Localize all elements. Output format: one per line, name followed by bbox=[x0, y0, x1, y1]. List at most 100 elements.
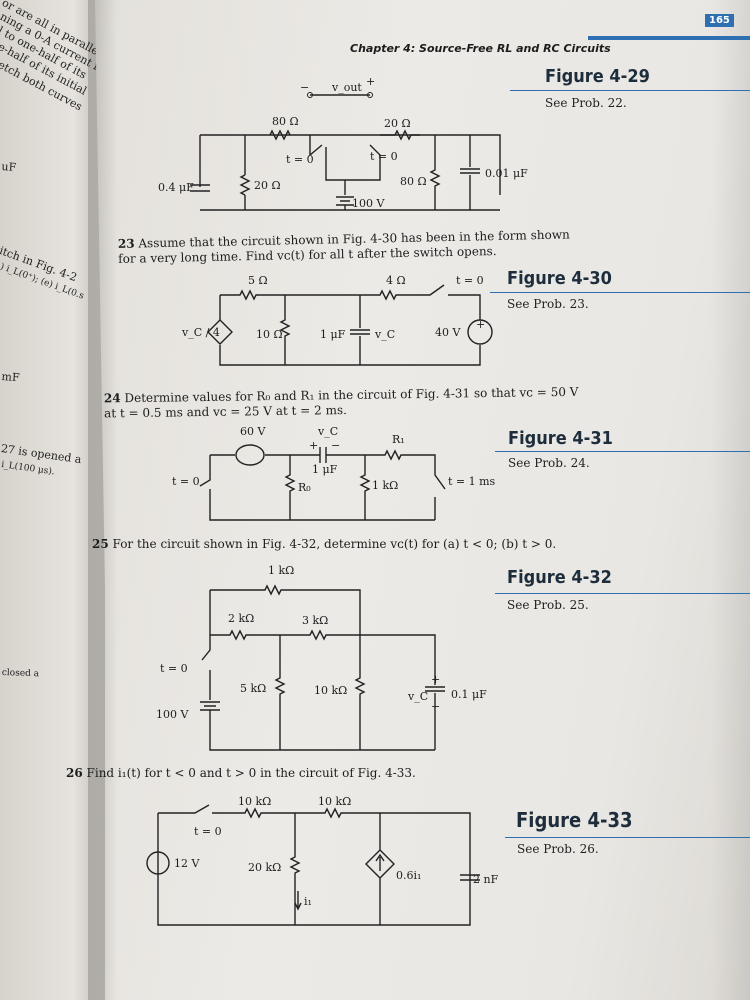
label-switch-1: t = 0 bbox=[286, 153, 314, 166]
dependent-source-vc-4 bbox=[207, 319, 233, 345]
circuit-figure-4-31: 60 V v_C + − 1 μF R₁ t = 0 R₀ 1 kΩ t = 1… bbox=[172, 425, 496, 521]
circuit-figure-4-30: 5 Ω 4 Ω t = 0 v_C / 4 10 Ω 1 μF v_C 40 V… bbox=[181, 274, 493, 366]
label-0-1uf: 0.1 μF bbox=[451, 688, 487, 701]
source-12v bbox=[146, 851, 170, 875]
label-0-4uf: 0.4 μF bbox=[158, 181, 194, 194]
problem-25-text: For the circuit shown in Fig. 4-32, dete… bbox=[112, 537, 557, 551]
figure-4-30-rule bbox=[490, 292, 750, 293]
prev-fragment-closed: closed a bbox=[1, 668, 40, 680]
dependent-current-source bbox=[365, 813, 395, 925]
source-40v bbox=[467, 319, 493, 345]
prev-fragment-mf: mF bbox=[1, 370, 21, 385]
capacitor-2nF bbox=[460, 874, 480, 881]
label-5-ohm: 5 Ω bbox=[248, 274, 268, 287]
chapter-header: Chapter 4: Source-Free RL and RC Circuit… bbox=[350, 42, 611, 55]
problem-25-number: 25 bbox=[92, 537, 109, 551]
label-10k-b: 10 kΩ bbox=[318, 795, 351, 808]
capacitor-1uf bbox=[350, 295, 370, 365]
label-r1: R₁ bbox=[392, 433, 405, 446]
figure-4-32-see: See Prob. 25. bbox=[507, 598, 589, 612]
capacitor-1uf bbox=[319, 447, 327, 463]
label-4-ohm: 4 Ω bbox=[386, 274, 406, 287]
label-r0: R₀ bbox=[298, 481, 311, 494]
problem-26: 26 Find i₁(t) for t < 0 and t > 0 in the… bbox=[66, 766, 486, 781]
label-switch-1ms: t = 1 ms bbox=[448, 475, 496, 488]
label-dependent-vc4: v_C / 4 bbox=[181, 326, 220, 339]
current-arrow-i1 bbox=[294, 891, 302, 911]
dependent-arrow bbox=[375, 853, 385, 871]
figure-4-31-see: See Prob. 24. bbox=[508, 456, 590, 470]
label-20k: 20 kΩ bbox=[248, 861, 281, 874]
circuit-figure-4-29: 0.4 μF 80 Ω 20 Ω t = 0 v_out + − t = 0 2… bbox=[158, 75, 528, 211]
problem-25: 25 For the circuit shown in Fig. 4-32, d… bbox=[92, 537, 562, 552]
figure-4-31-title: Figure 4-31 bbox=[508, 428, 613, 449]
figure-4-29-see: See Prob. 22. bbox=[545, 96, 627, 110]
label-switch: t = 0 bbox=[160, 662, 188, 675]
label-40v: 40 V bbox=[435, 326, 461, 339]
label-vc-minus: − bbox=[331, 439, 340, 452]
label-10k-a: 10 kΩ bbox=[238, 795, 271, 808]
label-2k: 2 kΩ bbox=[228, 612, 254, 625]
label-10k: 10 kΩ bbox=[314, 684, 347, 697]
label-vout-plus: + bbox=[366, 75, 375, 88]
source-100v bbox=[336, 180, 354, 210]
resistor-5k bbox=[274, 635, 286, 750]
resistor-10-ohm bbox=[279, 295, 291, 365]
label-1k: 1 kΩ bbox=[372, 479, 398, 492]
resistor-20-ohm-a bbox=[239, 174, 251, 196]
label-3k: 3 kΩ bbox=[302, 614, 328, 627]
page-edge-shadow bbox=[710, 0, 750, 1000]
label-2nF: 2 nF bbox=[473, 873, 499, 886]
resistor-20k bbox=[289, 813, 301, 925]
resistor-1k bbox=[359, 455, 371, 520]
circuit-figure-4-33: 10 kΩ 10 kΩ t = 0 12 V 20 kΩ i₁ 0.6i₁ 2 … bbox=[146, 795, 499, 926]
label-0-6i1: 0.6i₁ bbox=[396, 869, 421, 882]
figure-4-29-title: Figure 4-29 bbox=[545, 66, 650, 87]
resistor-80-ohm-b bbox=[429, 135, 441, 210]
figure-4-33-rule bbox=[505, 837, 750, 838]
resistor-20-ohm-b bbox=[380, 129, 420, 141]
problem-24-number: 24 bbox=[103, 391, 121, 406]
label-10-ohm: 10 Ω bbox=[256, 328, 283, 341]
label-5k: 5 kΩ bbox=[240, 682, 266, 695]
source-60v bbox=[235, 444, 265, 466]
figure-4-31-rule bbox=[495, 451, 750, 452]
label-80-ohm: 80 Ω bbox=[272, 115, 299, 128]
figure-4-33-see: See Prob. 26. bbox=[517, 842, 599, 856]
resistor-80-ohm bbox=[269, 129, 291, 141]
problem-26-number: 26 bbox=[66, 766, 83, 780]
label-100v: 100 V bbox=[156, 708, 189, 721]
figure-4-30-see: See Prob. 23. bbox=[507, 297, 589, 311]
capacitor-0-1uf bbox=[425, 686, 445, 750]
label-vc: v_C bbox=[374, 328, 395, 341]
prev-fragment-uf: uF bbox=[1, 160, 17, 174]
label-100v: 100 V bbox=[352, 197, 385, 210]
label-20-ohm-b: 20 Ω bbox=[384, 117, 411, 130]
problem-24-text: Determine values for R₀ and R₁ in the ci… bbox=[104, 384, 579, 421]
header-rule bbox=[588, 36, 750, 40]
label-vc-plus: + bbox=[309, 439, 318, 452]
label-80-ohm-b: 80 Ω bbox=[400, 175, 427, 188]
problem-26-text: Find i₁(t) for t < 0 and t > 0 in the ci… bbox=[86, 766, 416, 780]
label-0-01uf: 0.01 μF bbox=[485, 167, 528, 180]
label-1uf: 1 μF bbox=[320, 328, 346, 341]
label-vc: v_C bbox=[317, 425, 338, 438]
capacitor-0-4uf bbox=[190, 184, 210, 192]
label-40v-plus: + bbox=[476, 318, 485, 331]
label-switch: t = 0 bbox=[194, 825, 222, 838]
capacitor-0-01uf bbox=[460, 135, 480, 210]
label-12v: 12 V bbox=[174, 857, 200, 870]
label-vc-minus: − bbox=[431, 700, 440, 713]
figure-4-32-rule bbox=[495, 593, 750, 594]
label-20-ohm-a: 20 Ω bbox=[254, 179, 281, 192]
label-vc-plus: + bbox=[431, 673, 440, 686]
label-vc: v_C bbox=[407, 690, 428, 703]
figure-4-33-title: Figure 4-33 bbox=[516, 808, 633, 832]
label-vout: v_out bbox=[331, 81, 362, 94]
label-60v: 60 V bbox=[240, 425, 266, 438]
page-number: 165 bbox=[705, 14, 734, 27]
figure-4-30-title: Figure 4-30 bbox=[507, 268, 612, 289]
label-1uf: 1 μF bbox=[312, 463, 338, 476]
label-i1: i₁ bbox=[304, 895, 312, 908]
